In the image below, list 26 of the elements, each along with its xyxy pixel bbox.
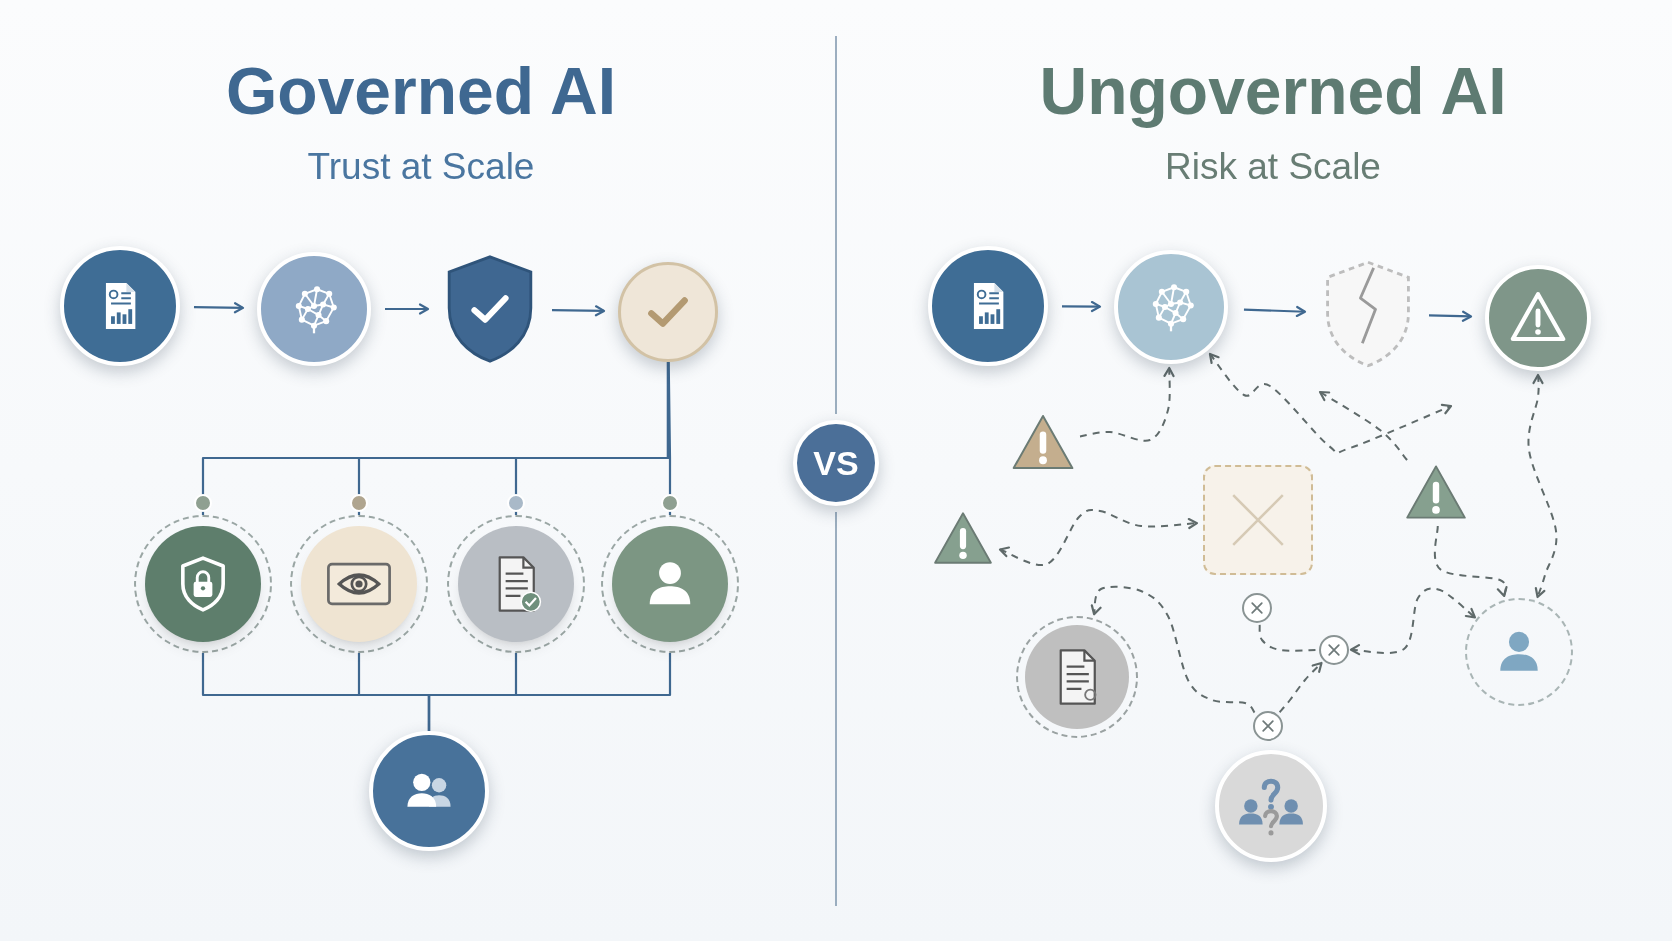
connector-line bbox=[514, 362, 670, 515]
arrow bbox=[1079, 366, 1175, 442]
arrow bbox=[1208, 352, 1453, 455]
arrow bbox=[998, 508, 1199, 566]
arrow bbox=[1318, 390, 1409, 461]
warning-triangle bbox=[1010, 412, 1076, 472]
arrow bbox=[193, 302, 245, 314]
connector-line bbox=[667, 362, 672, 515]
crossed-box bbox=[1203, 465, 1313, 575]
connector-line bbox=[1258, 623, 1318, 652]
arrow bbox=[1433, 525, 1510, 597]
arrow bbox=[1243, 305, 1307, 318]
arrow bbox=[1428, 310, 1473, 322]
arrow bbox=[1278, 661, 1323, 714]
arrow bbox=[1089, 585, 1256, 714]
warning-triangle bbox=[932, 509, 994, 567]
arrow bbox=[552, 305, 606, 317]
arrow bbox=[1527, 373, 1558, 599]
title: Governed AI bbox=[225, 58, 617, 124]
arrow bbox=[1349, 587, 1477, 656]
connector-line bbox=[427, 653, 672, 731]
subtitle: Risk at Scale bbox=[1164, 148, 1382, 185]
vs-text: VS bbox=[813, 446, 859, 480]
arrow bbox=[1062, 300, 1102, 313]
subtitle: Trust at Scale bbox=[306, 148, 536, 185]
arrow bbox=[385, 303, 430, 315]
